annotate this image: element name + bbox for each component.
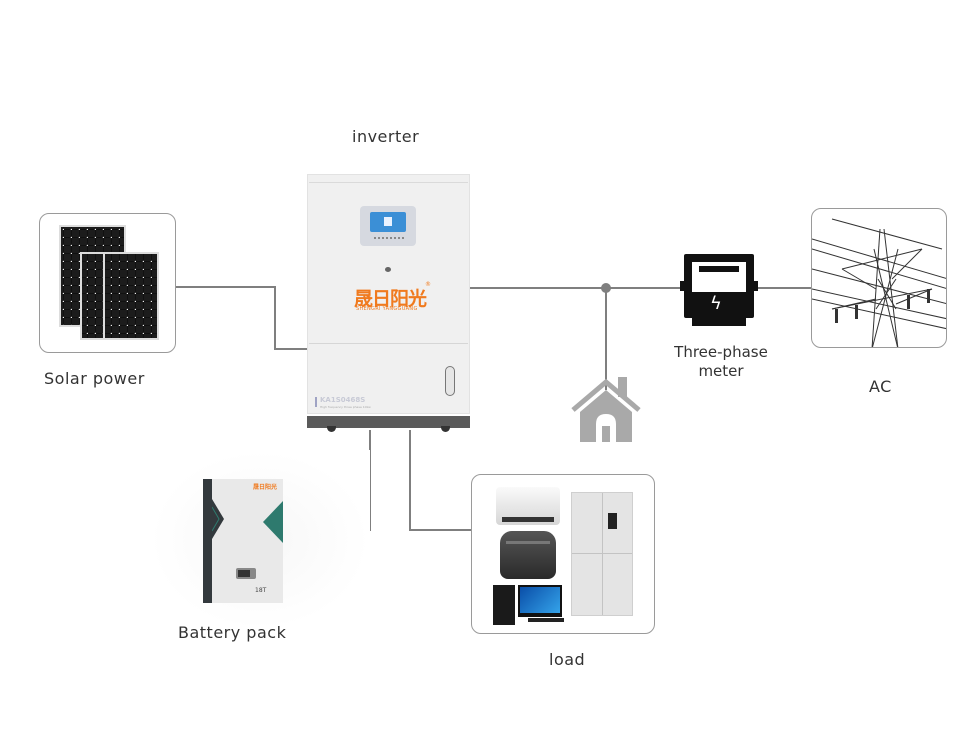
pc-tower-icon	[493, 585, 515, 625]
ac-grid-card	[811, 208, 947, 348]
battery-pack-device: 晟日阳光 18T	[203, 479, 283, 603]
solar-power-card	[39, 213, 176, 353]
inverter-base	[307, 416, 470, 428]
load-card	[471, 474, 655, 634]
battery-pack-label: Battery pack	[178, 623, 287, 642]
water-heater-icon	[496, 487, 560, 525]
inverter-device: 晟日阳光 ® SHENGRI YANGGUANG KA1S0468S High …	[307, 174, 470, 432]
inverter-model: KA1S0468S	[320, 396, 366, 404]
registered-mark: ®	[425, 281, 431, 288]
inverter-display-panel	[360, 206, 416, 246]
inverter-label: inverter	[352, 127, 420, 146]
inverter-subtitle: High frequency three phase 10kw	[320, 405, 371, 409]
meter-label-line1: Three-phase	[674, 343, 768, 361]
meter-label-line2: meter	[698, 362, 744, 380]
inverter-to-load-line	[409, 430, 472, 531]
meter-label: Three-phase meter	[662, 343, 780, 381]
leaf-logo-icon	[385, 267, 391, 272]
inverter-screen	[370, 212, 406, 232]
inverter-brand-cn: 晟日阳光	[354, 288, 427, 310]
ac-label: AC	[869, 377, 892, 396]
battery-display	[236, 568, 256, 579]
lightning-icon: ϟ	[710, 293, 722, 314]
three-phase-meter-icon: ϟ	[680, 254, 758, 334]
monitor-icon	[518, 585, 562, 617]
inverter-brand-en: SHENGRI YANGGUANG	[356, 306, 418, 312]
battery-model: 18T	[255, 587, 267, 594]
battery-brand: 晟日阳光	[253, 484, 278, 491]
rice-cooker-icon	[500, 531, 556, 579]
solar-power-label: Solar power	[44, 369, 145, 388]
house-icon	[571, 377, 641, 442]
inverter-handle	[445, 366, 455, 396]
load-label: load	[549, 650, 586, 669]
solar-to-inverter-line	[176, 286, 307, 350]
power-tower-icon	[812, 218, 946, 347]
solar-panel-icon	[59, 225, 159, 340]
junction-dot	[601, 283, 611, 293]
refrigerator-icon	[571, 492, 633, 616]
